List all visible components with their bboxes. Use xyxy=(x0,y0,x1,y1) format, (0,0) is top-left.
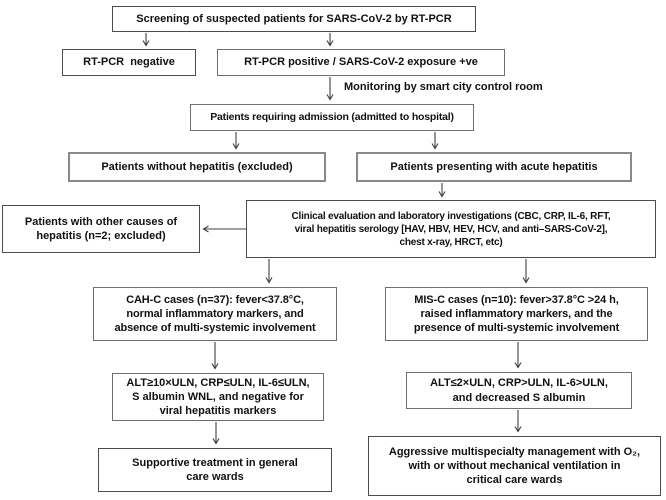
box-without-hepatitis: Patients without hepatitis (excluded) xyxy=(68,152,326,182)
box-misc-cases: MIS-C cases (n=10): fever>37.8°C >24 h, … xyxy=(385,287,648,341)
box-acute-hepatitis: Patients presenting with acute hepatitis xyxy=(356,152,632,182)
box-clinical-evaluation: Clinical evaluation and laboratory inves… xyxy=(246,200,656,258)
monitoring-label: Monitoring by smart city control room xyxy=(344,81,543,93)
box-admission: Patients requiring admission (admitted t… xyxy=(190,104,474,131)
box-supportive-treatment: Supportive treatment in general care war… xyxy=(98,448,332,492)
box-rtpcr-negative: RT-PCR negative xyxy=(62,49,196,76)
box-screening: Screening of suspected patients for SARS… xyxy=(112,6,476,32)
box-cahc-labs: ALT≥10×ULN, CRP≤ULN, IL-6≤ULN, S albumin… xyxy=(112,373,324,421)
box-cahc-cases: CAH-C cases (n=37): fever<37.8°C, normal… xyxy=(93,287,337,341)
box-misc-labs: ALT≤2×ULN, CRP>ULN, IL-6>ULN, and decrea… xyxy=(406,372,632,409)
box-other-causes: Patients with other causes of hepatitis … xyxy=(2,205,200,253)
box-aggressive-management: Aggressive multispecialty management wit… xyxy=(368,436,661,496)
box-rtpcr-positive: RT-PCR positive / SARS-CoV-2 exposure +v… xyxy=(217,49,505,76)
